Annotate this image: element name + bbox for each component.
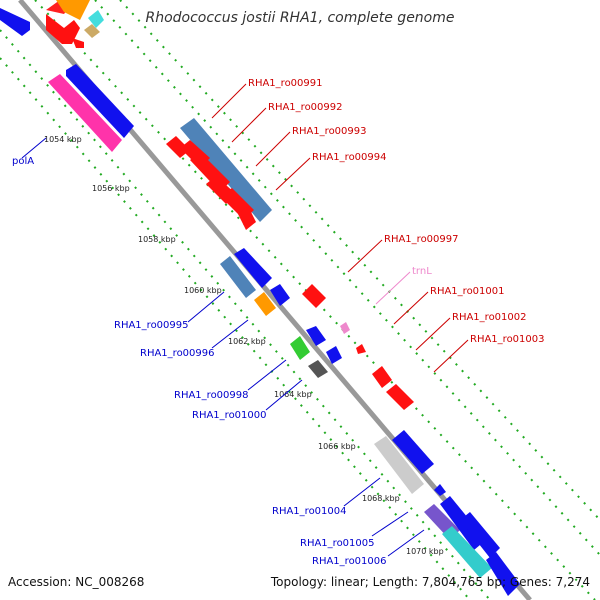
gene-label-ro01002: RHA1_ro01002 bbox=[452, 312, 527, 323]
gene-label-ro01005: RHA1_ro01005 bbox=[300, 538, 375, 549]
gene-label-ro01003: RHA1_ro01003 bbox=[470, 334, 545, 345]
feature-steelblue-1 bbox=[180, 118, 272, 222]
feature-blue-1006b bbox=[460, 512, 500, 558]
gene-label-polA: polA bbox=[12, 156, 34, 167]
inner-track-dots-left-2 bbox=[34, 0, 596, 600]
feature-red-1002 bbox=[372, 366, 392, 388]
leader-line bbox=[211, 319, 249, 349]
feature-blue-mid-2 bbox=[270, 284, 290, 306]
feature-cyan-top bbox=[88, 10, 104, 28]
leader-line bbox=[275, 157, 311, 191]
gene-label-ro00997: RHA1_ro00997 bbox=[384, 234, 459, 245]
tick-labels: 1054 kbp 1056 kbp 1058 kbp 1060 kbp 1062… bbox=[44, 135, 444, 556]
feature-orange-top bbox=[56, 0, 90, 20]
gene-label-ro00991: RHA1_ro00991 bbox=[248, 78, 323, 89]
gene-label-ro00992: RHA1_ro00992 bbox=[268, 102, 343, 113]
feature-red-997 bbox=[302, 284, 326, 308]
map-title: Rhodococcus jostii RHA1, complete genome bbox=[145, 10, 454, 26]
gene-label-trnL: trnL bbox=[412, 266, 432, 277]
left-labels: polA RHA1_ro00995 RHA1_ro00996 RHA1_ro00… bbox=[12, 137, 425, 567]
tick-label: 1056 kbp bbox=[92, 184, 130, 193]
gene-label-ro00995: RHA1_ro00995 bbox=[114, 320, 189, 331]
leader-line bbox=[433, 339, 469, 373]
leader-line bbox=[247, 359, 287, 391]
right-labels: RHA1_ro00991 RHA1_ro00992 RHA1_ro00993 R… bbox=[211, 78, 545, 373]
feature-green-998 bbox=[290, 336, 310, 360]
gene-label-ro01001: RHA1_ro01001 bbox=[430, 286, 505, 297]
accession-text: Accession: NC_008268 bbox=[8, 575, 144, 589]
topology-summary: Topology: linear; Length: 7,804,765 bp; … bbox=[270, 575, 590, 589]
leader-line bbox=[393, 291, 429, 325]
leader-line bbox=[371, 511, 409, 537]
tick-label: 1070 kbp bbox=[406, 547, 444, 556]
outer-track-dots-right bbox=[119, 0, 600, 521]
feature-red-top-3 bbox=[72, 38, 84, 48]
gene-label-ro01006: RHA1_ro01006 bbox=[312, 556, 387, 567]
feature-blue-large bbox=[66, 64, 134, 138]
tick-label: 1054 kbp bbox=[44, 135, 82, 144]
feature-red-top-2 bbox=[46, 14, 80, 44]
feature-pink-polA bbox=[48, 74, 122, 152]
feature-pink-trnL bbox=[340, 322, 350, 334]
feature-cyan-1006 bbox=[442, 526, 492, 578]
tick-label: 1068 kbp bbox=[362, 494, 400, 503]
gene-label-ro00993: RHA1_ro00993 bbox=[292, 126, 367, 137]
feature-blue-lower-2 bbox=[434, 484, 446, 496]
leader-line bbox=[187, 291, 225, 323]
feature-red-991 bbox=[166, 136, 190, 158]
feature-steelblue-995 bbox=[220, 256, 256, 298]
feature-gray-1004 bbox=[374, 436, 424, 494]
feature-blue-top bbox=[0, 8, 30, 36]
leader-line bbox=[375, 271, 411, 305]
gene-label-ro01004: RHA1_ro01004 bbox=[272, 506, 347, 517]
feature-blue-998b bbox=[306, 326, 326, 346]
feature-red-994c bbox=[238, 206, 256, 230]
tick-label: 1058 kbp bbox=[138, 235, 176, 244]
gene-label-ro01000: RHA1_ro01000 bbox=[192, 410, 267, 421]
feature-blocks bbox=[0, 0, 520, 596]
leader-line bbox=[21, 137, 47, 159]
feature-blue-mid bbox=[234, 248, 272, 288]
leader-line bbox=[343, 477, 381, 507]
outer-track-dots-left bbox=[0, 29, 491, 600]
inner-track-dots-right bbox=[94, 0, 600, 556]
tick-label: 1062 kbp bbox=[228, 337, 266, 346]
feature-blue-998c bbox=[326, 346, 342, 364]
tick-label: 1066 kbp bbox=[318, 442, 356, 451]
feature-blue-bottom bbox=[486, 552, 520, 596]
feature-blue-lower bbox=[392, 430, 434, 474]
leader-line bbox=[415, 317, 451, 351]
tick-label: 1064 kbp bbox=[274, 390, 312, 399]
leader-line bbox=[255, 131, 291, 167]
gene-label-ro00998: RHA1_ro00998 bbox=[174, 390, 249, 401]
feature-orange-996 bbox=[254, 292, 276, 316]
feature-tan-top bbox=[84, 24, 100, 38]
leader-line bbox=[265, 379, 303, 411]
gene-label-ro00996: RHA1_ro00996 bbox=[140, 348, 215, 359]
leader-line bbox=[387, 529, 425, 557]
feature-gray-1000 bbox=[308, 360, 328, 378]
feature-red-1001 bbox=[356, 344, 366, 354]
feature-red-1003 bbox=[386, 384, 414, 410]
leader-line bbox=[347, 239, 383, 273]
tick-label: 1060 kbp bbox=[184, 286, 222, 295]
leader-line bbox=[231, 107, 267, 143]
gene-label-ro00994: RHA1_ro00994 bbox=[312, 152, 387, 163]
leader-line bbox=[211, 83, 247, 119]
